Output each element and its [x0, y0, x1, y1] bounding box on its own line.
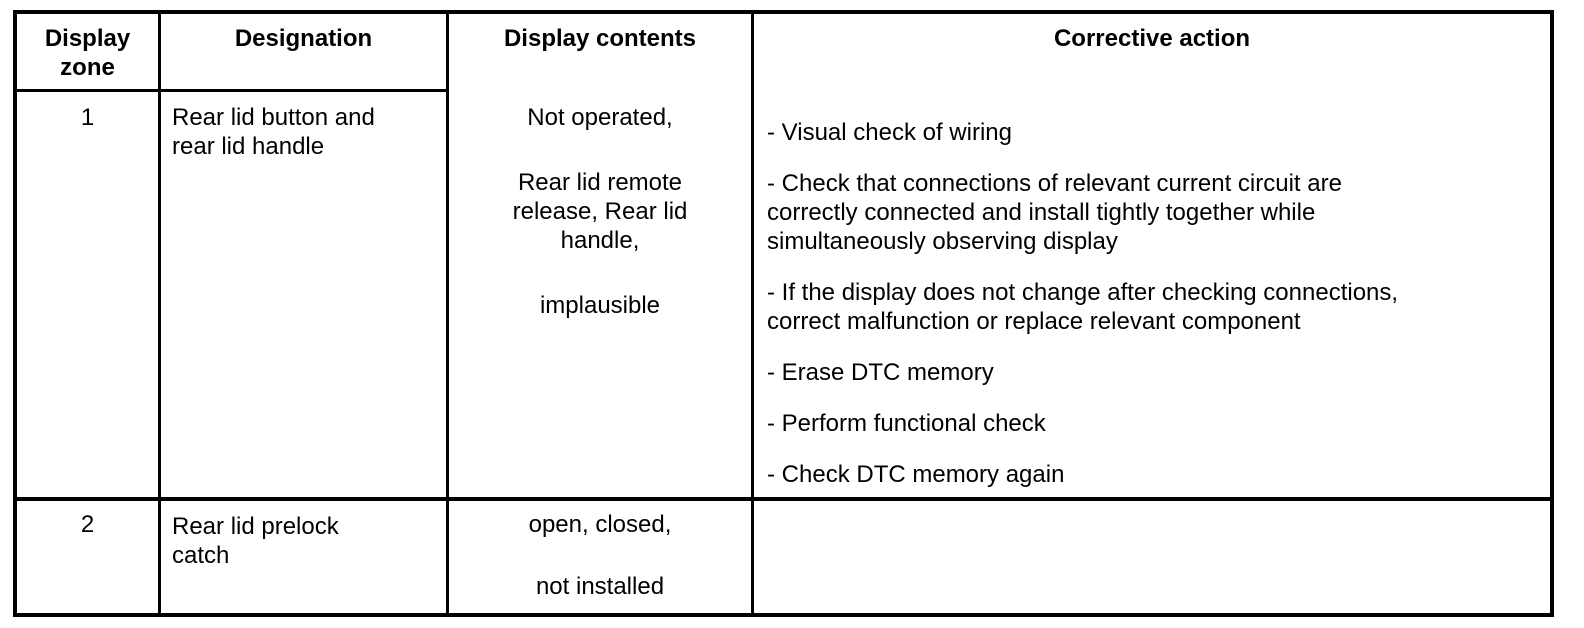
text-paragraph: - Perform functional check	[767, 410, 1046, 437]
text-paragraph: not installed	[535, 573, 665, 600]
header-corrective-action: Corrective action	[751, 14, 1550, 92]
text-paragraph: - Check that connections of relevant cur…	[767, 170, 1342, 255]
text-paragraph: Not operated,	[527, 104, 673, 131]
header-display-zone: Display zone	[17, 14, 158, 92]
text-paragraph: implausible	[539, 292, 661, 319]
row1-designation: Rear lid button and rear lid handle	[158, 92, 446, 497]
row1-corrective-action: - Visual check of wiring - Check that con…	[751, 92, 1550, 497]
header-display-contents: Display contents	[446, 14, 751, 92]
row2-corrective-action	[751, 497, 1550, 613]
text-paragraph: - Erase DTC memory	[767, 359, 994, 386]
row1-display-contents: Not operated, Rear lid remote release, Re…	[446, 92, 751, 497]
row2-display-zone: 2	[17, 497, 158, 613]
text-paragraph: - Check DTC memory again	[767, 461, 1065, 488]
text-paragraph: open, closed,	[528, 511, 672, 538]
text-paragraph: - If the display does not change after c…	[767, 279, 1399, 335]
row2-display-contents: open, closed, not installed	[446, 497, 751, 613]
diagnostic-table: Display zone Designation Display content…	[13, 10, 1554, 617]
row1-display-zone: 1	[17, 92, 158, 497]
header-designation: Designation	[158, 14, 446, 92]
row2-designation: Rear lid prelock catch	[158, 497, 446, 613]
text-paragraph: - Visual check of wiring	[767, 119, 1012, 146]
text-paragraph: Rear lid remote release, Rear lid handle…	[512, 169, 688, 254]
